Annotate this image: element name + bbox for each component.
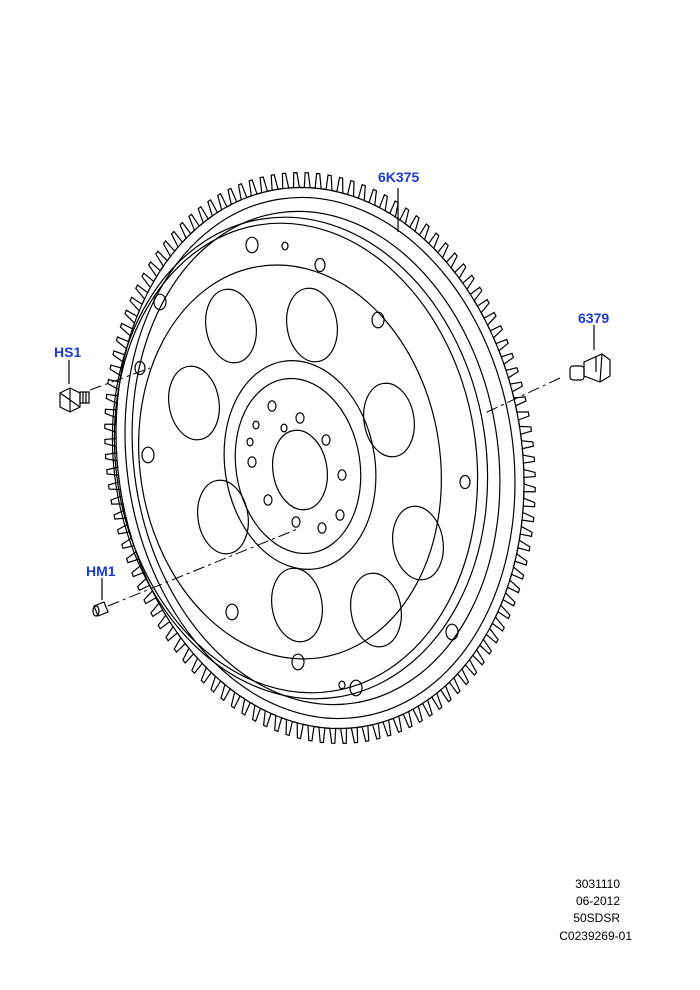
bolt-6379[interactable] (569, 353, 611, 383)
callout-6379[interactable]: 6379 (578, 310, 609, 326)
flywheel-hole (338, 680, 346, 690)
flywheel-hole (349, 679, 363, 697)
flywheel-hole (281, 241, 289, 251)
flywheel-hole (134, 360, 146, 376)
flywheel-hole (291, 516, 301, 528)
flywheel-hole (141, 446, 155, 464)
footer-ref-1: 3031110 (575, 877, 620, 891)
flywheel-hole (445, 623, 459, 641)
flywheel-hole (459, 474, 471, 490)
flywheel-hole (252, 420, 260, 430)
flywheel-hole (153, 293, 167, 311)
flywheel-hole (263, 494, 273, 506)
footer-date: 06-2012 (576, 894, 620, 908)
flywheel-hole (317, 522, 327, 534)
flywheel-hole (280, 423, 288, 433)
flywheel-hole (314, 257, 326, 273)
flywheel-hole (245, 236, 259, 254)
flywheel-body (111, 186, 525, 730)
flywheel-hole (291, 653, 305, 671)
flywheel-hole (225, 603, 239, 621)
footer-ref-3: C0239269-01 (559, 929, 632, 943)
callout-hs1[interactable]: HS1 (54, 344, 81, 360)
flywheel-hole (295, 412, 305, 424)
flywheel-lightening-holes (168, 287, 444, 648)
flywheel-hole (371, 311, 385, 329)
flywheel-hole (267, 400, 277, 412)
flywheel-hole (247, 456, 257, 468)
flywheel-hole (246, 437, 254, 447)
leader-lines (68, 188, 595, 607)
callout-6k375[interactable]: 6K375 (378, 169, 419, 185)
callout-hm1[interactable]: HM1 (86, 563, 116, 579)
flywheel-bolt-holes (134, 236, 471, 697)
bolt-hs1[interactable] (59, 387, 90, 413)
flywheel-hole (321, 434, 331, 446)
footer-ref-2: 50SDSR (573, 911, 620, 925)
flywheel-hole (337, 469, 347, 481)
dowel-hm1[interactable] (92, 601, 109, 617)
flywheel-hole (335, 509, 345, 521)
